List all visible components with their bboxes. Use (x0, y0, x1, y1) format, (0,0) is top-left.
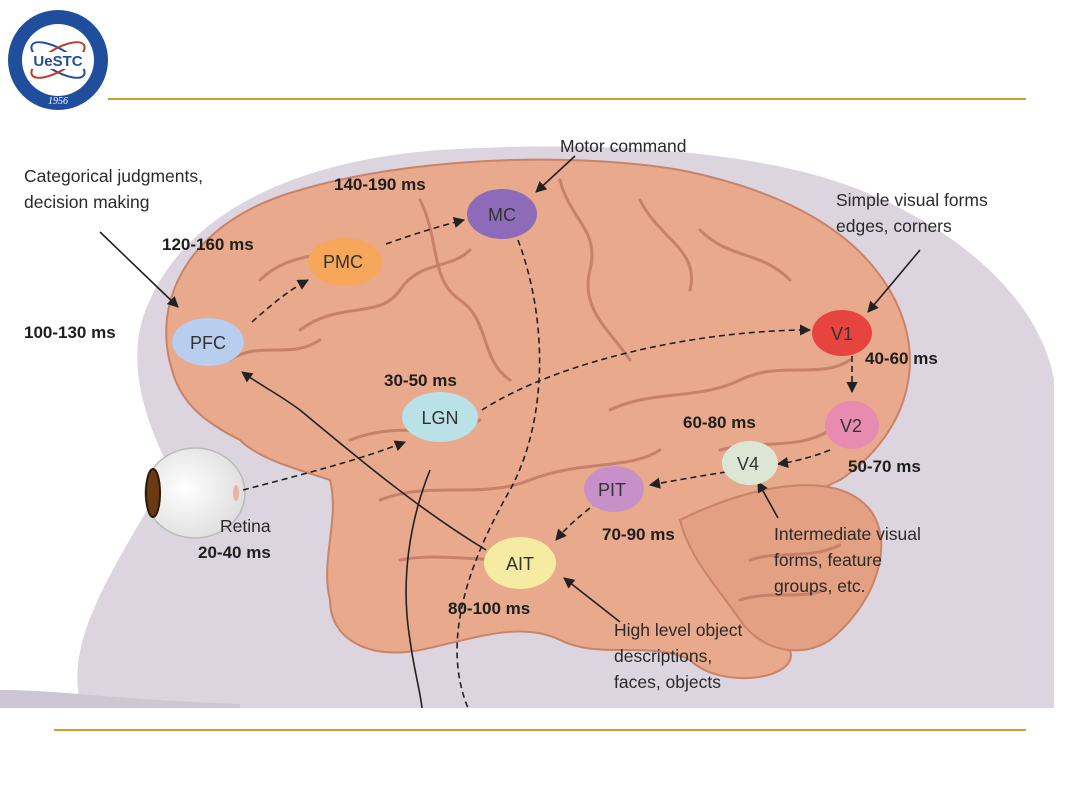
node-v1-label: V1 (831, 324, 853, 344)
node-pit-shape (584, 466, 644, 512)
intermediate-label-line1: Intermediate visual (774, 524, 921, 544)
node-v2-shape (825, 401, 879, 449)
timing-retina: 20-40 ms (198, 543, 271, 562)
arrow-motor-mc (535, 155, 576, 193)
node-v2: V2 (825, 401, 879, 449)
timing-ait: 80-100 ms (448, 599, 530, 618)
motor-command-label: Motor command (560, 136, 686, 156)
simple-forms-label-line1: Simple visual forms (836, 190, 988, 210)
timing-v2: 50-70 ms (848, 457, 921, 476)
node-v4-label: V4 (737, 454, 759, 474)
arrow-v4-pit (648, 471, 727, 489)
arrow-retina-lgn (242, 440, 407, 491)
arrow-pfc-pmc (251, 279, 309, 323)
arrow-simple-v1 (867, 249, 921, 313)
categorical-label-line1: Categorical judgments, (24, 166, 203, 186)
node-v1: V1 (812, 310, 872, 356)
brain-gyri (228, 178, 852, 602)
logo-text-plate (30, 52, 86, 69)
timing-v4: 60-80 ms (683, 413, 756, 432)
arrow-categorical-pfc (99, 231, 179, 308)
arrow-v2-v4 (776, 449, 831, 469)
node-lgn-label: LGN (421, 408, 458, 428)
intermediate-label-line3: groups, etc. (774, 576, 865, 596)
timing-pfc: 100-130 ms (24, 323, 116, 342)
node-mc: MC (467, 189, 537, 239)
timing-pit: 70-90 ms (602, 525, 675, 544)
arrow-pmc-mc (385, 217, 466, 245)
node-pfc-label: PFC (190, 333, 226, 353)
high-level-label-line1: High level object (614, 620, 743, 640)
node-lgn: LGN (402, 392, 478, 442)
node-pmc-label: PMC (323, 252, 363, 272)
logo-orbit-icon (30, 41, 86, 79)
arrow-lgn-v1 (481, 324, 812, 411)
eye-icon (144, 447, 246, 539)
timing-lgn: 30-50 ms (384, 371, 457, 390)
solid-arrows (99, 155, 921, 709)
high-level-label-line3: faces, objects (614, 672, 721, 692)
node-lgn-shape (402, 392, 478, 442)
categorical-label-line2: decision making (24, 192, 149, 212)
node-pit: PIT (584, 466, 644, 512)
intermediate-label-line2: forms, feature (774, 550, 882, 570)
logo-text: UeSTC (33, 53, 82, 70)
body-silhouette (0, 690, 240, 708)
node-ait-shape (484, 537, 556, 589)
logo-orbit-icon (30, 41, 86, 79)
node-pit-label: PIT (598, 480, 626, 500)
arrow-ait-pfc (241, 371, 487, 551)
timing-v1: 40-60 ms (865, 349, 938, 368)
node-mc-label: MC (488, 205, 516, 225)
header-rule (108, 98, 1026, 100)
timing-pmc: 120-160 ms (162, 235, 254, 254)
node-v4: V4 (722, 441, 778, 485)
node-v4-shape (722, 441, 778, 485)
node-pmc: PMC (308, 238, 382, 286)
timing-mc: 140-190 ms (334, 175, 426, 194)
university-logo: UeSTC 1956 (8, 10, 108, 110)
node-v2-label: V2 (840, 416, 862, 436)
arrow-high-ait (563, 577, 621, 623)
node-pfc-shape (172, 318, 244, 366)
cerebellum (678, 484, 883, 652)
arrow-intermediate-v4 (757, 481, 779, 519)
logo-year: 1956 (48, 96, 68, 107)
high-level-label-line2: descriptions, (614, 646, 712, 666)
retina-label: Retina (220, 516, 271, 536)
node-pfc: PFC (172, 318, 244, 366)
node-ait: AIT (484, 537, 556, 589)
node-pmc-shape (308, 238, 382, 286)
footer-rule (54, 729, 1026, 731)
arrow-lgn-curve (405, 469, 431, 709)
node-ait-label: AIT (506, 554, 534, 574)
simple-forms-label-line2: edges, corners (836, 216, 952, 236)
node-v1-shape (812, 310, 872, 356)
node-mc-shape (467, 189, 537, 239)
